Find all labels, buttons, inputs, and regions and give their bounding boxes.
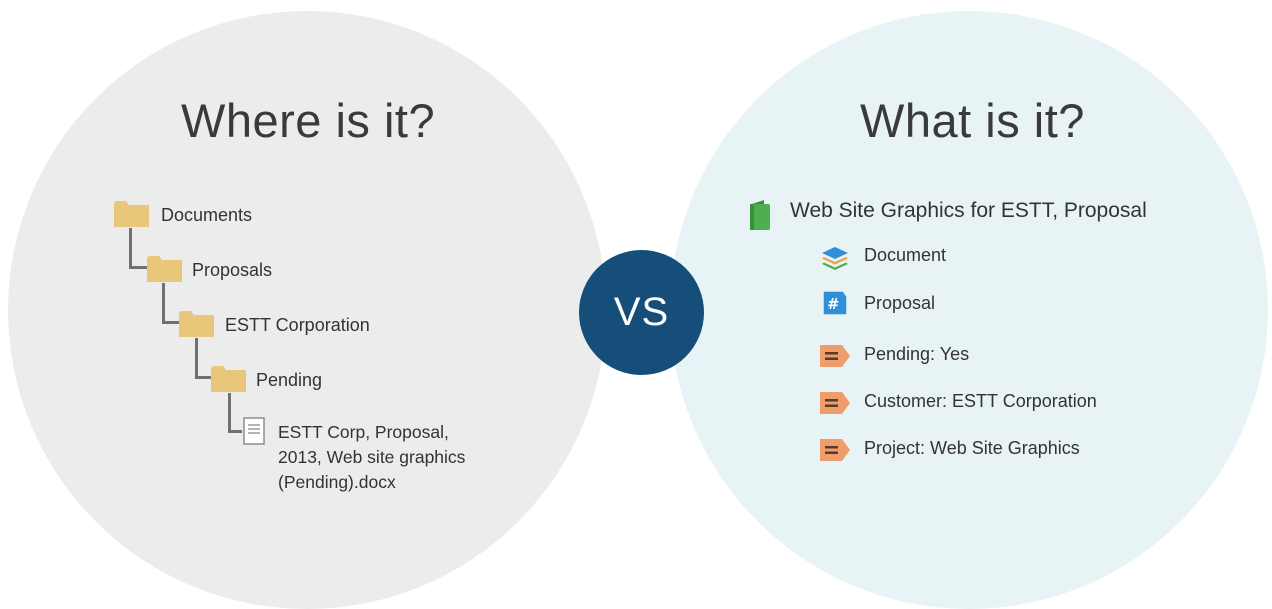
- tag-icon: [820, 345, 850, 367]
- where-heading: Where is it?: [181, 94, 436, 147]
- tree-connector: [228, 393, 231, 432]
- tag-icon: [820, 439, 850, 461]
- tree-connector: [195, 376, 215, 379]
- where-circle: [8, 11, 606, 609]
- tree-connector: [162, 283, 165, 323]
- tree-connector: [228, 430, 242, 433]
- stack-icon: [822, 247, 848, 270]
- document-file-icon: [243, 417, 265, 445]
- file-name-line: ESTT Corp, Proposal,: [278, 422, 449, 442]
- book-icon: [750, 200, 770, 230]
- svg-text:#: #: [827, 296, 839, 313]
- file-name-line: (Pending).docx: [278, 472, 396, 492]
- tree-item-pending: Pending: [256, 370, 323, 390]
- what-circle: [670, 11, 1268, 609]
- property-document: Document: [864, 245, 947, 265]
- vs-label: VS: [613, 290, 670, 334]
- what-heading: What is it?: [860, 94, 1085, 147]
- tag-icon: [820, 392, 850, 414]
- property-pending: Pending: Yes: [864, 344, 970, 364]
- property-project: Project: Web Site Graphics: [864, 438, 1080, 458]
- tree-connector: [162, 321, 182, 324]
- hash-icon: #: [823, 291, 847, 315]
- tree-item-proposals: Proposals: [192, 260, 273, 280]
- tree-connector: [129, 266, 149, 269]
- folder-icon: [179, 311, 214, 337]
- folder-icon: [211, 366, 246, 392]
- tree-connector: [195, 338, 198, 378]
- property-proposal: Proposal: [864, 293, 936, 313]
- tree-item-estt-corporation: ESTT Corporation: [225, 315, 370, 335]
- property-customer: Customer: ESTT Corporation: [864, 391, 1097, 411]
- file-name-line: 2013, Web site graphics: [278, 447, 466, 467]
- folder-icon: [147, 256, 182, 282]
- folder-icon: [114, 201, 149, 227]
- item-title: Web Site Graphics for ESTT, Proposal: [790, 199, 1147, 222]
- tree-item-documents: Documents: [161, 205, 253, 225]
- file-name: ESTT Corp, Proposal, 2013, Web site grap…: [278, 420, 518, 495]
- tree-connector: [129, 228, 132, 268]
- vs-badge: VS: [579, 250, 704, 375]
